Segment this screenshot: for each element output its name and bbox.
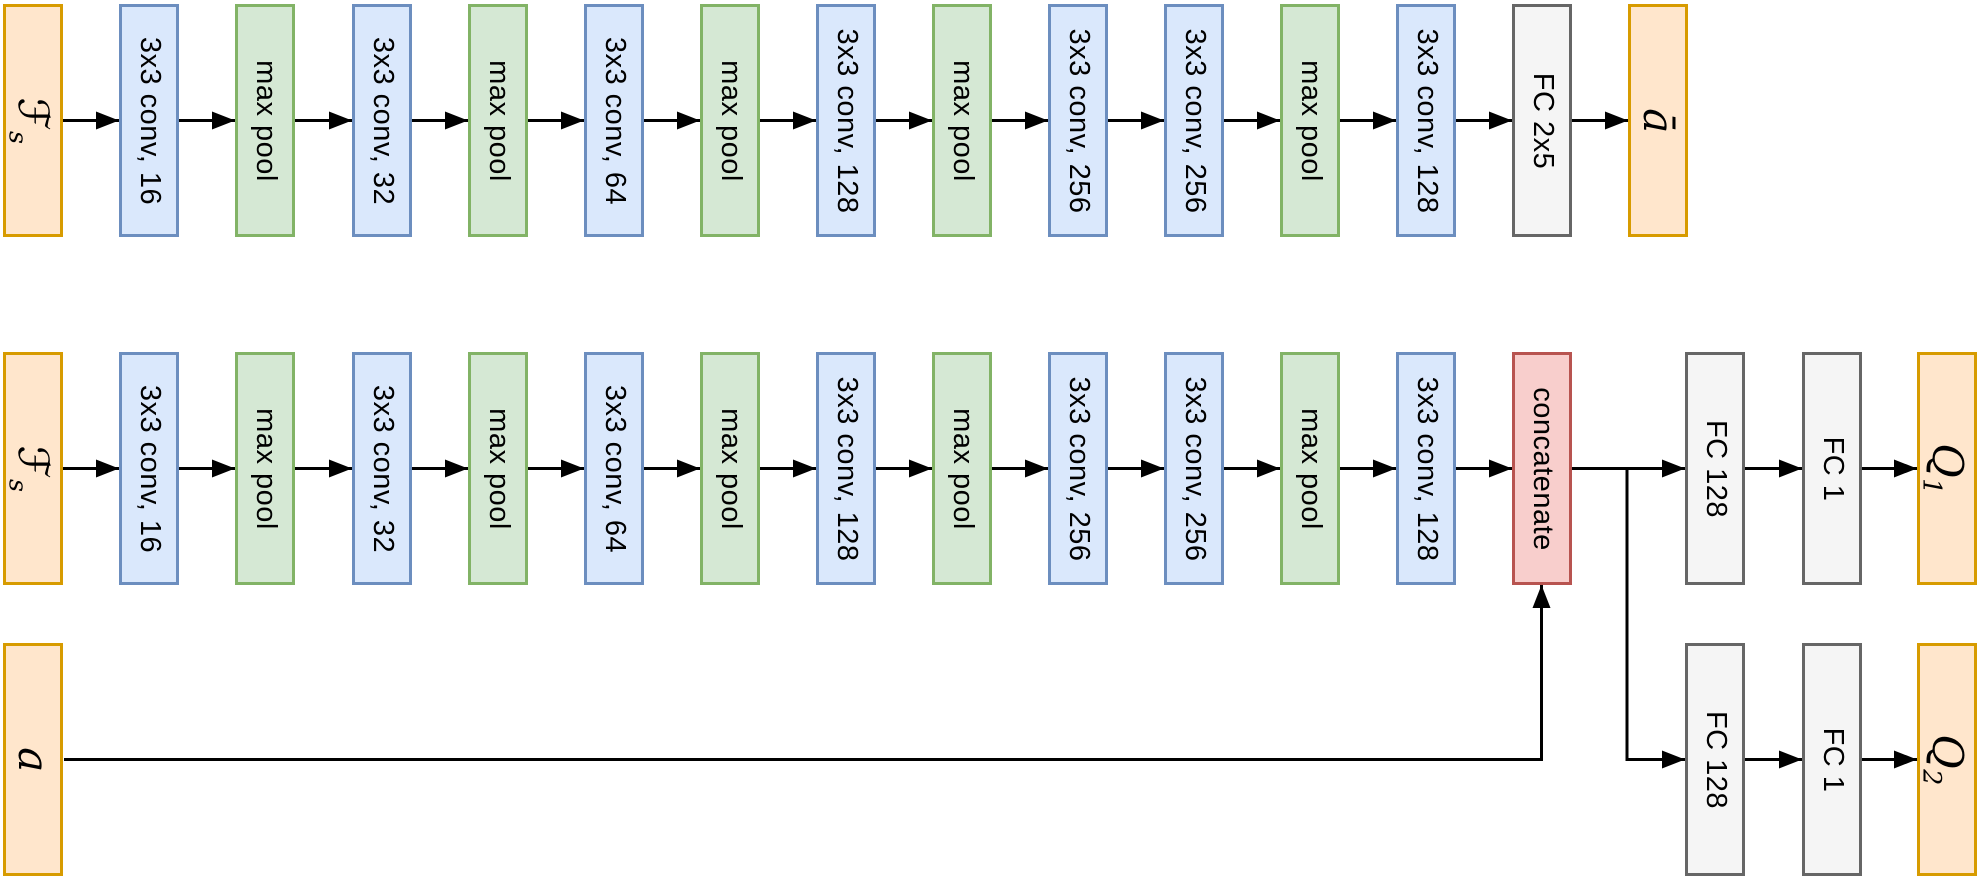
input-action-a-label: a	[9, 747, 58, 773]
max-pool-1: max pool	[235, 352, 295, 585]
conv-32: 3x3 conv, 32	[352, 352, 412, 585]
conv-128b: 3x3 conv, 128	[1396, 4, 1456, 237]
conv-128a-label: 3x3 conv, 128	[830, 28, 863, 213]
input-state-features-q-label: ℱs	[4, 445, 58, 492]
output-mean-action-label: ā	[1634, 108, 1683, 134]
input-state-features-q-subscript: s	[3, 478, 33, 492]
conv-128a-label: 3x3 conv, 128	[830, 376, 863, 561]
fc-1-q1-label: FC 1	[1816, 436, 1849, 501]
max-pool-5-label: max pool	[1294, 59, 1327, 182]
max-pool-4: max pool	[932, 4, 992, 237]
conv-16: 3x3 conv, 16	[119, 4, 179, 237]
fc-128-q1: FC 128	[1685, 352, 1745, 585]
conv-256a: 3x3 conv, 256	[1048, 352, 1108, 585]
output-q1-subscript: 1	[1917, 477, 1947, 495]
conv-128a: 3x3 conv, 128	[816, 4, 876, 237]
conv-32-label: 3x3 conv, 32	[366, 36, 399, 205]
flow-arrow	[1625, 468, 1685, 769]
conv-32: 3x3 conv, 32	[352, 4, 412, 237]
max-pool-4-label: max pool	[946, 407, 979, 530]
conv-256b-label: 3x3 conv, 256	[1178, 376, 1211, 561]
max-pool-1-label: max pool	[249, 407, 282, 530]
conv-256b-label: 3x3 conv, 256	[1178, 28, 1211, 213]
output-mean-action: ā	[1628, 4, 1688, 237]
conv-256a: 3x3 conv, 256	[1048, 4, 1108, 237]
output-q2: Q2	[1917, 643, 1977, 876]
max-pool-4: max pool	[932, 352, 992, 585]
concatenate: concatenate	[1512, 352, 1572, 585]
conv-128a: 3x3 conv, 128	[816, 352, 876, 585]
input-state-features-top: ℱs	[3, 4, 63, 237]
conv-32-label: 3x3 conv, 32	[366, 384, 399, 553]
input-state-features-q: ℱs	[3, 352, 63, 585]
max-pool-5-label: max pool	[1294, 407, 1327, 530]
max-pool-2-label: max pool	[482, 59, 515, 182]
max-pool-2: max pool	[468, 352, 528, 585]
input-state-features-q-symbol: ℱ	[9, 445, 58, 479]
conv-256a-label: 3x3 conv, 256	[1062, 28, 1095, 213]
max-pool-4-label: max pool	[946, 59, 979, 182]
output-q2-label: Q2	[1918, 734, 1972, 785]
conv-16-label: 3x3 conv, 16	[133, 36, 166, 205]
output-q1-symbol: Q	[1923, 442, 1972, 478]
max-pool-5: max pool	[1280, 352, 1340, 585]
fc-1-q1: FC 1	[1802, 352, 1862, 585]
max-pool-3: max pool	[700, 352, 760, 585]
fc-128-q2-label: FC 128	[1699, 710, 1732, 809]
conv-256b: 3x3 conv, 256	[1164, 352, 1224, 585]
conv-256a-label: 3x3 conv, 256	[1062, 376, 1095, 561]
conv-16: 3x3 conv, 16	[119, 352, 179, 585]
max-pool-2-label: max pool	[482, 407, 515, 530]
max-pool-2: max pool	[468, 4, 528, 237]
conv-256b: 3x3 conv, 256	[1164, 4, 1224, 237]
input-action-a: a	[3, 643, 63, 876]
conv-16-label: 3x3 conv, 16	[133, 384, 166, 553]
concatenate-label: concatenate	[1526, 386, 1559, 551]
max-pool-3: max pool	[700, 4, 760, 237]
fc-2x5-label: FC 2x5	[1526, 72, 1559, 169]
input-action-a-symbol: a	[9, 746, 58, 773]
max-pool-1-label: max pool	[249, 59, 282, 182]
conv-64-label: 3x3 conv, 64	[598, 384, 631, 553]
conv-128b-label: 3x3 conv, 128	[1410, 376, 1443, 561]
input-state-features-top-symbol: ℱ	[9, 97, 58, 131]
max-pool-5: max pool	[1280, 4, 1340, 237]
flow-arrow	[64, 585, 1551, 761]
conv-128b-label: 3x3 conv, 128	[1410, 28, 1443, 213]
output-mean-action-symbol: ā	[1634, 107, 1683, 134]
max-pool-3-label: max pool	[714, 59, 747, 182]
conv-64-label: 3x3 conv, 64	[598, 36, 631, 205]
fc-128-q1-label: FC 128	[1699, 419, 1732, 518]
conv-64: 3x3 conv, 64	[584, 352, 644, 585]
fc-1-q2-label: FC 1	[1816, 727, 1849, 792]
output-q1: Q1	[1917, 352, 1977, 585]
output-q1-label: Q1	[1918, 443, 1972, 494]
output-q2-subscript: 2	[1917, 768, 1947, 786]
fc-128-q2: FC 128	[1685, 643, 1745, 876]
conv-128b: 3x3 conv, 128	[1396, 352, 1456, 585]
max-pool-1: max pool	[235, 4, 295, 237]
output-q2-symbol: Q	[1923, 733, 1972, 769]
input-state-features-top-subscript: s	[3, 130, 33, 144]
fc-2x5: FC 2x5	[1512, 4, 1572, 237]
input-state-features-top-label: ℱs	[4, 97, 58, 144]
max-pool-3-label: max pool	[714, 407, 747, 530]
fc-1-q2: FC 1	[1802, 643, 1862, 876]
conv-64: 3x3 conv, 64	[584, 4, 644, 237]
